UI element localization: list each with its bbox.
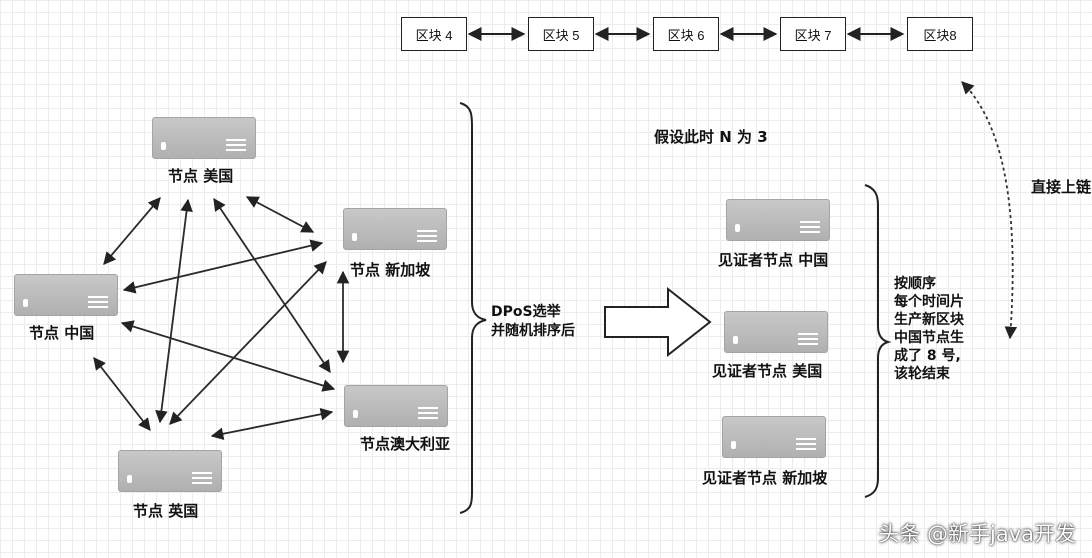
- block-7: 区块 7: [780, 17, 846, 51]
- server-icon-usa: [152, 117, 256, 159]
- edge-usa-singapore: [245, 196, 315, 233]
- round-note-line-3: 生产新区块: [894, 312, 964, 328]
- witness-server-icon-usa: [724, 311, 828, 353]
- round-note-line-2: 每个时间片: [894, 294, 964, 310]
- edge-singapore-uk: [169, 261, 327, 425]
- witness-server-icon-china: [726, 199, 830, 241]
- edge-usa-uk: [155, 198, 193, 424]
- direct-chain-arrow: [961, 81, 1018, 340]
- election-line-2: 并随机排序后: [491, 323, 575, 339]
- round-note-line-1: 按顺序: [894, 276, 936, 292]
- process-arrow: [604, 286, 712, 358]
- node-label-australia: 节点澳大利亚: [360, 435, 451, 453]
- block-8: 区块8: [907, 17, 973, 51]
- witness-label-singapore: 见证者节点 新加坡: [702, 469, 828, 487]
- server-icon-china: [14, 274, 118, 316]
- round-note-line-4: 中国节点生: [894, 330, 964, 346]
- watermark: 头条 @新手java开发: [878, 522, 1076, 546]
- edge-usa-australia: [213, 197, 331, 374]
- node-label-uk: 节点 英国: [133, 502, 199, 520]
- edge-australia-uk: [210, 408, 334, 440]
- assumption-text: 假设此时 N 为 3: [654, 128, 768, 146]
- server-icon-australia: [344, 385, 448, 427]
- node-label-china: 节点 中国: [29, 324, 95, 342]
- edge-usa-china: [103, 197, 161, 265]
- witness-server-icon-singapore: [722, 416, 826, 458]
- witness-brace: [864, 184, 892, 498]
- block-6: 区块 6: [653, 17, 719, 51]
- node-label-singapore: 节点 新加坡: [350, 261, 431, 279]
- edge-china-uk: [93, 357, 151, 431]
- server-icon-singapore: [343, 208, 447, 250]
- election-line-1: DPoS选举: [491, 304, 561, 320]
- server-icon-uk: [118, 450, 222, 492]
- witness-label-china: 见证者节点 中国: [718, 251, 829, 269]
- witness-label-usa: 见证者节点 美国: [712, 362, 823, 380]
- nodes-brace: [459, 102, 487, 514]
- round-note-line-6: 该轮结束: [894, 366, 950, 382]
- edge-china-australia: [120, 320, 336, 392]
- block-4: 区块 4: [401, 17, 467, 51]
- round-note-line-5: 成了 8 号,: [894, 348, 961, 364]
- direct-chain-label: 直接上链: [1031, 178, 1092, 196]
- block-5: 区块 5: [528, 17, 594, 51]
- node-label-usa: 节点 美国: [168, 167, 234, 185]
- edge-china-singapore: [122, 239, 324, 294]
